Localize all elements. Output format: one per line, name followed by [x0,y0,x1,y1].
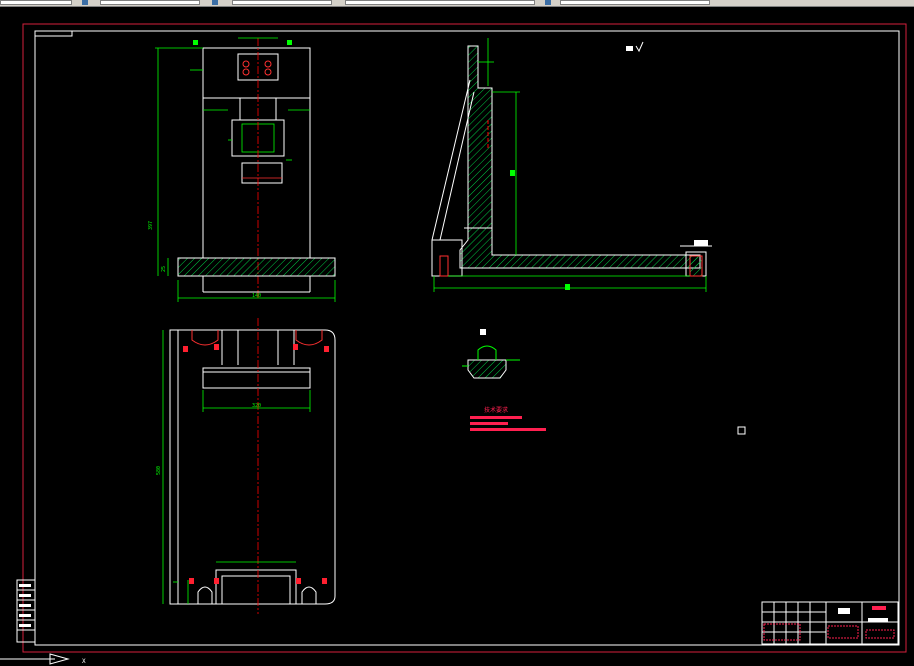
top-length-dim: 580 [156,466,162,475]
top-view-markers [183,344,329,584]
front-height-dim: 397 [148,221,154,230]
side-view-marker [565,284,570,290]
revision-table [16,579,36,643]
color-dropdown[interactable] [100,0,200,5]
toolbar-icon[interactable] [545,0,551,5]
tech-req-line [470,428,546,431]
front-view-marker [287,40,292,45]
technical-requirements: 技术要求 [470,406,546,431]
plotstyle-dropdown[interactable] [560,0,710,5]
ucs-icon: X [0,653,86,665]
side-section-view[interactable] [431,45,712,277]
front-base-dim: 25 [161,266,167,272]
toolbar-icon[interactable] [82,0,88,5]
top-view[interactable] [169,318,336,614]
lineweight-dropdown[interactable] [345,0,535,5]
ucs-x-label: X [82,658,86,665]
top-view-dimensions [162,330,311,604]
front-width-dim: 140 [252,293,261,299]
drawing-frame [22,23,907,653]
side-view-marker [510,170,515,176]
drawing-canvas[interactable]: 397 25 140 580 320 [0,7,914,666]
front-view[interactable] [177,38,336,300]
title-block [761,601,899,645]
front-view-dimensions [155,37,336,302]
roughness-symbol-icon [626,41,644,53]
cursor-square-icon [737,426,746,435]
layer-dropdown[interactable] [0,0,72,5]
toolbar [0,0,914,7]
detail-view[interactable] [462,329,520,379]
tech-req-line [470,416,522,419]
top-slot-dim: 320 [252,403,261,409]
tech-req-line [470,422,508,425]
tech-req-heading: 技术要求 [484,406,508,414]
linetype-dropdown[interactable] [232,0,332,5]
toolbar-icon[interactable] [212,0,218,5]
front-view-marker [193,40,198,45]
